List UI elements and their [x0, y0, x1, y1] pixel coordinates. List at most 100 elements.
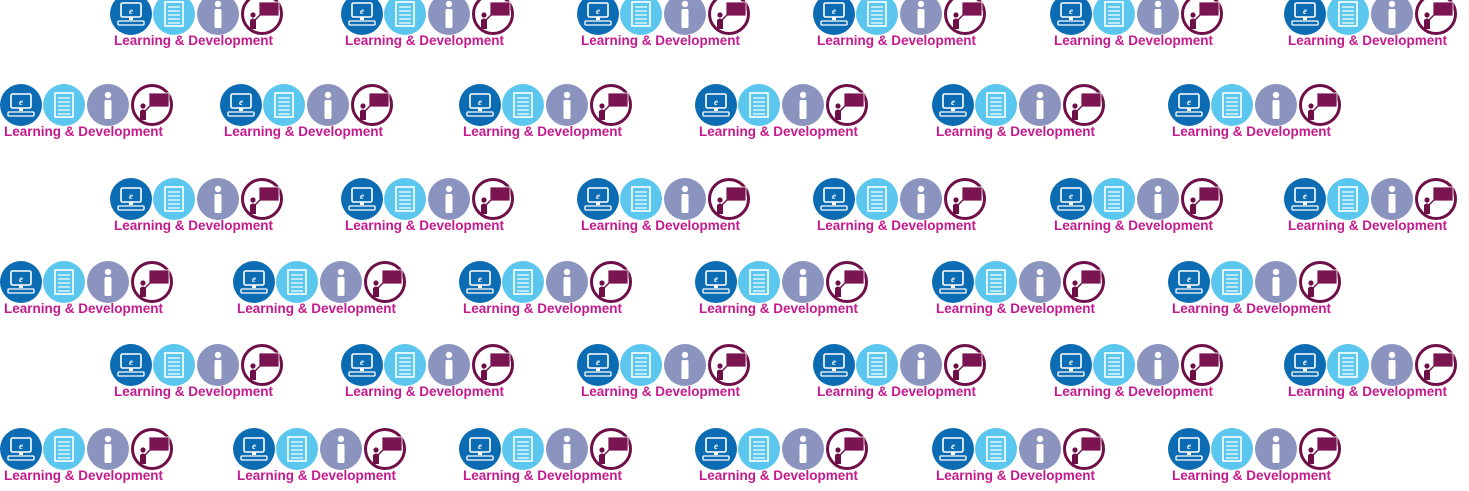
svg-text:e: e [478, 97, 482, 107]
document-icon [384, 344, 426, 386]
logo-label: Learning & Development [817, 218, 977, 233]
logo-graphic: e [110, 0, 283, 35]
logo-graphic: e [1050, 0, 1223, 35]
logo-graphic: e [1168, 84, 1341, 126]
document-icon [975, 261, 1017, 303]
e-learning-computer-icon: e [459, 261, 501, 303]
logo-label: Learning & Development [817, 33, 977, 48]
svg-text:e: e [596, 6, 600, 16]
e-learning-computer-icon: e [220, 84, 262, 126]
svg-text:e: e [478, 441, 482, 451]
logo-graphic: e [577, 178, 750, 220]
e-learning-computer-icon: e [813, 344, 855, 386]
information-icon [1137, 344, 1179, 386]
logo-label: Learning & Development [936, 124, 1096, 139]
svg-text:e: e [19, 97, 23, 107]
presentation-board-icon [1063, 261, 1105, 303]
svg-text:e: e [129, 191, 133, 201]
document-icon [738, 428, 780, 470]
logo-graphic: e [110, 178, 283, 220]
logo-label: Learning & Development [237, 301, 397, 316]
logo-graphic: e [1284, 178, 1457, 220]
information-icon [87, 84, 129, 126]
logo-graphic: e [1050, 344, 1223, 386]
information-icon [1137, 0, 1179, 35]
logo-label: Learning & Development [1288, 218, 1448, 233]
presentation-board-icon [708, 178, 750, 220]
logo-graphic: e [932, 428, 1105, 470]
document-icon [1093, 344, 1135, 386]
svg-text:e: e [714, 97, 718, 107]
logo-graphic: e [932, 84, 1105, 126]
logo-graphic: e [459, 84, 632, 126]
e-learning-computer-icon: e [813, 178, 855, 220]
document-icon [620, 344, 662, 386]
information-icon [782, 84, 824, 126]
svg-text:e: e [129, 357, 133, 367]
information-icon [782, 428, 824, 470]
information-icon [900, 344, 942, 386]
e-learning-computer-icon: e [110, 344, 152, 386]
svg-text:e: e [1303, 191, 1307, 201]
logo-graphic: e [813, 178, 986, 220]
svg-text:e: e [1303, 357, 1307, 367]
logo-label: Learning & Development [237, 468, 397, 483]
logo-graphic: e [220, 84, 393, 126]
svg-text:e: e [951, 274, 955, 284]
svg-text:e: e [129, 6, 133, 16]
logo-graphic: e [1284, 344, 1457, 386]
information-icon [87, 261, 129, 303]
document-icon [502, 261, 544, 303]
logo-label: Learning & Development [463, 124, 623, 139]
svg-text:e: e [714, 441, 718, 451]
logo-label: Learning & Development [114, 33, 274, 48]
logo-graphic: e [813, 0, 986, 35]
logo-label: Learning & Development [936, 301, 1096, 316]
logo-label: Learning & Development [1288, 33, 1448, 48]
information-icon [197, 344, 239, 386]
e-learning-computer-icon: e [459, 84, 501, 126]
logo-label: Learning & Development [1054, 218, 1214, 233]
logo-graphic: e [695, 261, 868, 303]
logo-graphic: e [1168, 428, 1341, 470]
presentation-board-icon [944, 0, 986, 35]
e-learning-computer-icon: e [813, 0, 855, 35]
e-learning-computer-icon: e [1050, 178, 1092, 220]
logo-label: Learning & Development [699, 124, 859, 139]
svg-text:e: e [1187, 97, 1191, 107]
information-icon [428, 344, 470, 386]
document-icon [153, 344, 195, 386]
information-icon [664, 0, 706, 35]
svg-text:e: e [360, 357, 364, 367]
presentation-board-icon [708, 344, 750, 386]
document-icon [975, 84, 1017, 126]
svg-text:e: e [19, 441, 23, 451]
e-learning-computer-icon: e [341, 178, 383, 220]
e-learning-computer-icon: e [0, 84, 42, 126]
e-learning-computer-icon: e [1168, 428, 1210, 470]
presentation-board-icon [590, 428, 632, 470]
document-icon [738, 261, 780, 303]
logo-graphic: e [577, 0, 750, 35]
information-icon [87, 428, 129, 470]
document-icon [856, 178, 898, 220]
document-icon [153, 178, 195, 220]
presentation-board-icon [1299, 84, 1341, 126]
e-learning-computer-icon: e [932, 261, 974, 303]
document-icon [153, 0, 195, 35]
logo-graphic: e [1168, 261, 1341, 303]
svg-text:e: e [714, 274, 718, 284]
presentation-board-icon [708, 0, 750, 35]
logo-graphic: e [459, 261, 632, 303]
